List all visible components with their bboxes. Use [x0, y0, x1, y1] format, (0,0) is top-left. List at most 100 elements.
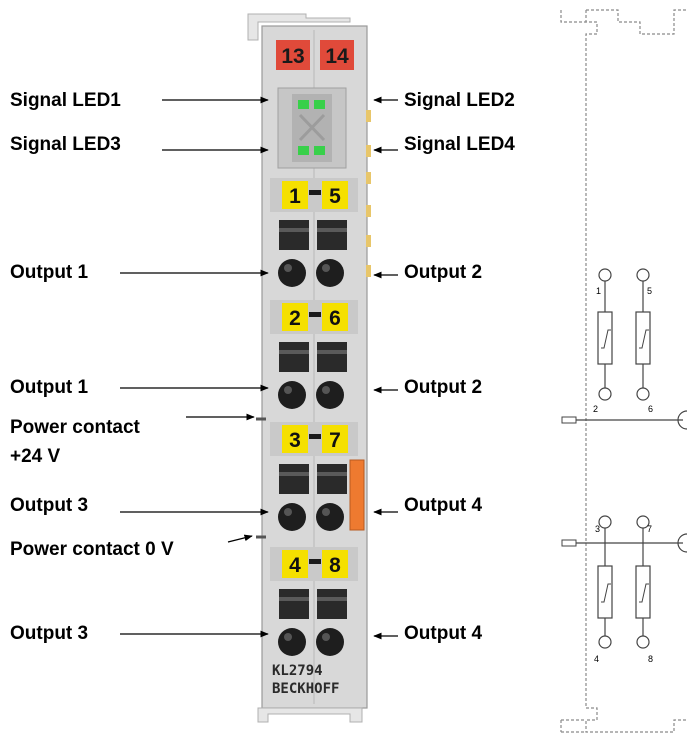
- top-rail-clip: [247, 13, 351, 41]
- label-signal-led4: Signal LED4: [404, 134, 515, 155]
- terminal-number-7: 7: [329, 429, 341, 452]
- label-power-contact-24-line2: +24 V: [10, 446, 61, 467]
- pin-7: 7: [647, 524, 652, 534]
- side-contact: [366, 110, 371, 122]
- release-slot: [317, 464, 347, 494]
- release-slot: [317, 342, 347, 372]
- release-slot: [279, 464, 309, 494]
- brand-label: BECKHOFF: [272, 681, 339, 697]
- release-slot: [317, 220, 347, 250]
- wire-entry-highlight: [284, 633, 292, 641]
- release-slot-highlight: [279, 228, 309, 232]
- wire-entry-hole: [316, 381, 344, 409]
- release-slot-highlight: [317, 350, 347, 354]
- release-slot-highlight: [279, 472, 309, 476]
- release-slot-highlight: [279, 350, 309, 354]
- wire-entry-hole: [316, 503, 344, 531]
- terminal-number-plate: [322, 550, 348, 578]
- pin-8: 8: [648, 654, 653, 664]
- terminal-number-plate: [282, 550, 308, 578]
- label-output2-b: Output 2: [404, 377, 482, 398]
- terminal-number-6: 6: [329, 307, 341, 330]
- release-slot: [279, 589, 309, 619]
- signal-led4-indicator: [314, 146, 325, 155]
- terminal-number-plate: [282, 181, 308, 209]
- pin-1: 1: [596, 286, 601, 296]
- terminal-number-plate: [282, 303, 308, 331]
- terminal-14-text: 14: [325, 45, 349, 68]
- pin-3: 3: [595, 524, 600, 534]
- label-power-contact-0: Power contact 0 V: [10, 539, 174, 560]
- side-contact: [366, 145, 371, 157]
- wire-entry-highlight: [322, 508, 330, 516]
- pin-2: 2: [593, 404, 598, 414]
- pin-4: 4: [594, 654, 599, 664]
- wire-entry-highlight: [284, 386, 292, 394]
- terminal-divider: [309, 312, 321, 317]
- wire-entry-highlight: [284, 264, 292, 272]
- release-slot-highlight: [317, 472, 347, 476]
- schematic-outline: [585, 9, 687, 733]
- terminal-number-plate: [322, 303, 348, 331]
- led-grid: [298, 113, 326, 142]
- schematic: 1 5 2 6 3 7 4: [560, 9, 687, 733]
- terminal-blocks: 1 5 2 6 3 7 4 8: [270, 178, 358, 656]
- terminal-number-3: 3: [289, 429, 301, 452]
- signal-led1-indicator: [298, 100, 309, 109]
- release-slot: [279, 342, 309, 372]
- signal-led3-indicator: [298, 146, 309, 155]
- label-output2-a: Output 2: [404, 262, 482, 283]
- terminal-number-5: 5: [329, 185, 341, 208]
- release-slot-highlight: [279, 597, 309, 601]
- terminal-number-4: 4: [289, 554, 301, 577]
- labels-right: Signal LED2 Signal LED4 Output 2 Output …: [373, 90, 515, 644]
- label-output4-a: Output 4: [404, 495, 483, 516]
- pin-6: 6: [648, 404, 653, 414]
- terminal-number-plate: [282, 425, 308, 453]
- terminal-divider: [309, 559, 321, 564]
- wire-entry-hole: [278, 259, 306, 287]
- side-contact: [366, 172, 371, 184]
- release-slot-highlight: [317, 228, 347, 232]
- label-output3-a: Output 3: [10, 495, 88, 516]
- wire-entry-highlight: [322, 264, 330, 272]
- wire-entry-highlight: [284, 508, 292, 516]
- terminal-number-plate: [322, 425, 348, 453]
- label-signal-led3: Signal LED3: [10, 134, 121, 155]
- power-contact-strip: [349, 459, 365, 531]
- terminal-divider: [309, 434, 321, 439]
- terminal-divider: [309, 190, 321, 195]
- wire-entry-hole: [278, 503, 306, 531]
- terminal-13-text: 13: [281, 45, 304, 68]
- side-contact: [366, 235, 371, 247]
- wire-entry-highlight: [322, 633, 330, 641]
- label-signal-led2: Signal LED2: [404, 90, 515, 111]
- wire-entry-hole: [316, 259, 344, 287]
- signal-led2-indicator: [314, 100, 325, 109]
- upper-circuit: 1 5 2 6: [561, 268, 687, 430]
- wire-entry-hole: [278, 628, 306, 656]
- terminal-number-1: 1: [289, 185, 301, 208]
- label-signal-led1: Signal LED1: [10, 90, 121, 111]
- labels-left: Signal LED1 Signal LED3 Output 1 Output …: [10, 90, 269, 644]
- side-contact: [366, 265, 371, 277]
- wire-entry-hole: [278, 381, 306, 409]
- side-contact: [366, 205, 371, 217]
- pin-5: 5: [647, 286, 652, 296]
- label-output4-b: Output 4: [404, 623, 483, 644]
- terminal-label-13: [276, 40, 310, 70]
- wire-entry-hole: [316, 628, 344, 656]
- terminal-number-8: 8: [329, 554, 341, 577]
- label-output1-b: Output 1: [10, 377, 89, 398]
- terminal-number-2: 2: [289, 307, 301, 330]
- bottom-rail-clip: [257, 707, 363, 723]
- release-slot: [317, 589, 347, 619]
- release-slot: [279, 220, 309, 250]
- wire-entry-highlight: [322, 386, 330, 394]
- terminal-label-14: [320, 40, 354, 70]
- model-label: KL2794: [272, 663, 323, 679]
- label-power-contact-24: Power contact: [10, 417, 141, 438]
- terminal-number-plate: [322, 181, 348, 209]
